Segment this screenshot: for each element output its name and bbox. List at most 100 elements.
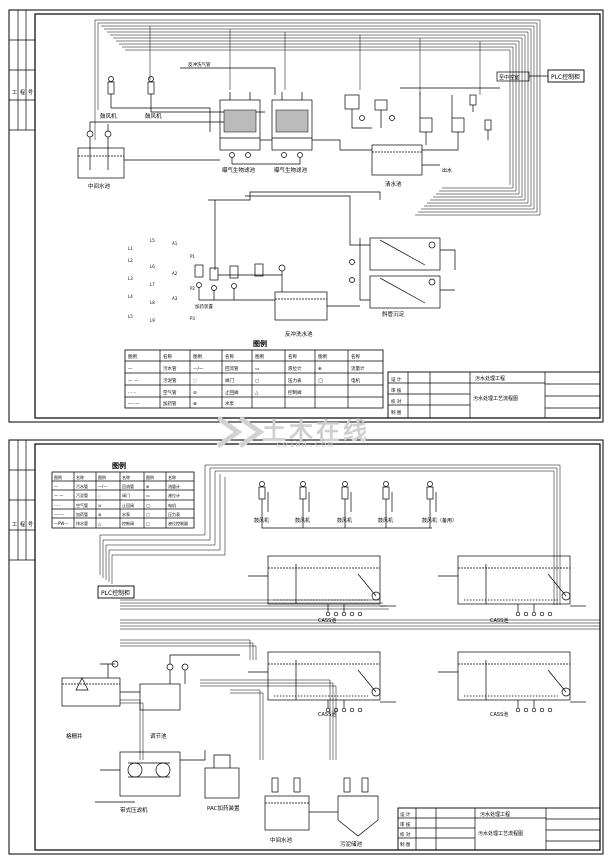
sheet-2-legend-cell: 污水管: [76, 483, 88, 489]
sheet-2-drawing-name: 污水处理工艺流程图: [478, 830, 523, 837]
sheet-1-legend-header: 图例: [318, 353, 327, 360]
sheet-1-disinfection-label: 加药装置: [195, 303, 213, 310]
sheet-2-lift-tank: [139, 683, 181, 711]
sheet-2-inner-border: [34, 443, 601, 851]
sheet-1-project-name: 污水处理工程: [475, 375, 505, 382]
sheet-2: 工 程 号 图例 图例名称图例名称图例名称—污水管—/—回流管⊕流量计— —污泥…: [8, 439, 604, 855]
sheet-2-tb-row-1: 设 计: [400, 811, 411, 818]
sheet-1-legend-header: 图例: [193, 353, 202, 360]
sheet-1-blower-2: [147, 76, 155, 108]
sheet-1-inner-border: [34, 13, 601, 419]
sheet-2-frame-label-3: 号: [28, 522, 33, 528]
sheet-2-legend-cell: 液位控制器: [168, 520, 188, 526]
sheet-2-lift-label: 调节池: [150, 732, 167, 740]
sheet-1-drawing-name: 污水处理工艺流程图: [473, 395, 518, 402]
sheet-1-sedimentation: [327, 228, 456, 309]
sheet-2-legend-cell: 空气管: [76, 502, 88, 508]
sheet-2-sludge-tank: [337, 795, 379, 837]
svg-text:L9: L9: [150, 318, 155, 323]
sheet-1-annotation-marks: L1 L5 L2 L6 L3 L7 L4 L8 L5 L9 A1 A2 A3 P…: [128, 238, 195, 323]
sheet-1-legend-header: 名称: [288, 353, 297, 360]
sheet-2-blower-label: 鼓风机: [378, 517, 393, 524]
sheet-2-legend-cell: 排水管: [76, 520, 88, 526]
sheet-1-legend-header: 图例: [255, 353, 264, 360]
sheet-2-blower-label: 鼓风机: [295, 517, 310, 524]
sheet-2-legend-header: 图例: [54, 474, 62, 480]
sheet-2-legend-cell: ◌: [98, 493, 102, 498]
sheet-2-legend-cell: —PW—: [54, 521, 68, 526]
sheet-1-legend-cell: 流量计: [351, 365, 365, 372]
sheet-2-outer-border: [8, 439, 604, 855]
sheet-1-legend-cell: —/—: [193, 366, 204, 372]
svg-text:P1: P1: [190, 254, 195, 259]
sheet-1-biofilter-2: [271, 92, 313, 158]
sheet-1-legend-cell: ⊕: [318, 367, 322, 372]
sheet-2-legend-cell: 阀门: [122, 492, 130, 498]
svg-text:L4: L4: [128, 294, 133, 299]
sheet-1-sedimentation-label: 斜管沉淀: [382, 310, 405, 318]
sheet-2-legend-cell: 水泵: [122, 511, 130, 517]
svg-text:P2: P2: [190, 286, 195, 291]
sheet-1-biofilter-1: [219, 92, 261, 158]
svg-text:A2: A2: [172, 271, 178, 276]
sheet-1-legend-title: 图例: [253, 339, 267, 348]
watermark-text: 土木在线: [262, 417, 370, 445]
sheet-2-legend-cell: ⊕: [146, 484, 149, 489]
sheet-1-legend-header: 名称: [225, 353, 234, 360]
sheet-1-outflow-label: 出水: [442, 167, 452, 174]
sheet-2-blower: [299, 481, 310, 512]
sheet-2-blower-label: 鼓风机: [254, 517, 269, 524]
sheet-1-legend-cell: △: [255, 391, 259, 396]
svg-text:A3: A3: [172, 296, 178, 301]
sheet-1-biofilter-1-label: 曝气生物滤池: [222, 166, 256, 174]
sheet-2-tb-row-2: 审 核: [400, 821, 411, 828]
watermark-subtext: co188.com: [276, 440, 334, 450]
sheet-2-legend-cell: ⊗: [98, 512, 101, 517]
sheet-2-legend-header: 名称: [76, 474, 84, 480]
watermark-logo-icon: [216, 415, 265, 449]
sheet-2-legend-header: 图例: [98, 474, 106, 480]
sheet-2-legend-title: 图例: [112, 461, 126, 470]
sheet-2-blower-label: 鼓风机（备用）: [422, 517, 457, 524]
sheet-2-legend-cell: 加药管: [76, 511, 88, 517]
sheet-1-legend-cell: 电机: [351, 377, 360, 384]
sheet-1-legend-cell: 回流管: [225, 365, 239, 372]
sheet-2-legend-cell: 流量计: [168, 483, 180, 489]
sheet-1-frame-label-3: 号: [28, 90, 33, 96]
svg-text:L3: L3: [128, 276, 133, 281]
sheet-2-blower: [382, 481, 393, 512]
sheet-1-legend-cell: —··—: [128, 402, 140, 407]
sheet-2-blower: [341, 481, 352, 512]
sheet-2-lift-pump-2: [181, 663, 189, 671]
svg-text:A1: A1: [172, 241, 178, 246]
sheet-1-legend-header: 图例: [128, 353, 137, 360]
sheet-1-legend-cell: 水泵: [225, 400, 234, 407]
sheet-1-control-room-label: 至中控室: [499, 74, 519, 81]
sheet-2-legend-header: 名称: [168, 474, 176, 480]
sheet-2-legend-cell: 电机: [168, 502, 176, 508]
sheet-2-title-block: [397, 807, 601, 851]
sheet-2-middle-label: 中间水池: [270, 836, 293, 844]
sheet-2-legend-cell: △: [98, 521, 102, 526]
sheet-1-legend-cell: 加药管: [163, 400, 177, 407]
sheet-1-legend-cell: —: [128, 367, 133, 372]
sheet-1-legend: 图例: [124, 339, 384, 409]
sheet-1-frame-label-1: 工: [12, 90, 17, 96]
sheet-1-blower-1-label: 鼓风机: [100, 112, 117, 120]
sheet-2-tb-row-4: 制 图: [400, 841, 411, 848]
sheet-2-legend-cell: —/—: [98, 484, 107, 489]
sheet-2-cass-tank: [248, 651, 396, 713]
sheet-1-tank-bottom: [274, 291, 328, 321]
svg-text:L7: L7: [150, 282, 155, 287]
sheet-1-tank-right-label: 清水池: [385, 180, 402, 188]
sheet-2-pac-label: PAC加药装置: [207, 804, 240, 812]
sheet-2-legend-cell: ▢: [146, 512, 150, 517]
sheet-1-pump-1: [86, 130, 94, 138]
sheet-2-legend-cell: 液位计: [168, 492, 180, 498]
sheet-1-disinfection-units: [194, 263, 286, 301]
sheet-1-tb-row-4: 制 图: [391, 409, 402, 416]
sheet-1-tank-bottom-label: 反冲洗水池: [285, 330, 313, 338]
sheet-1-cable-bundle: [94, 19, 541, 216]
sheet-2-legend-cell: ◯: [146, 503, 151, 508]
